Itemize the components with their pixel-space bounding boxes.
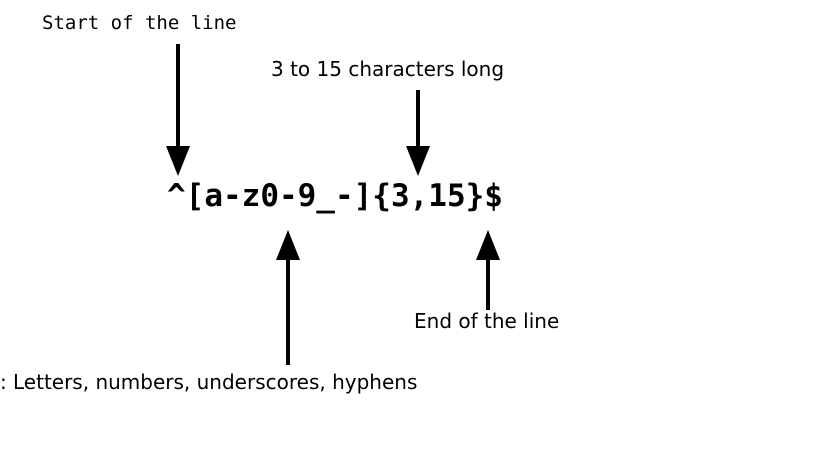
arrow-length-range <box>406 90 430 176</box>
annotation-length-range: 3 to 15 characters long <box>271 57 505 81</box>
arrow-start-of-line <box>166 44 190 176</box>
regex-expression: ^[a-z0-9_-]{3,15}$ <box>167 178 503 214</box>
annotation-allowed-characters: Letters, numbers, underscores, hyphens <box>13 370 418 394</box>
annotation-end-of-line: End of the line <box>414 309 560 333</box>
annotation-start-of-line: Start of the line <box>42 12 237 34</box>
left-edge-mark: : <box>0 370 7 394</box>
arrow-end-of-line <box>476 230 500 310</box>
arrow-allowed-characters <box>276 230 300 365</box>
